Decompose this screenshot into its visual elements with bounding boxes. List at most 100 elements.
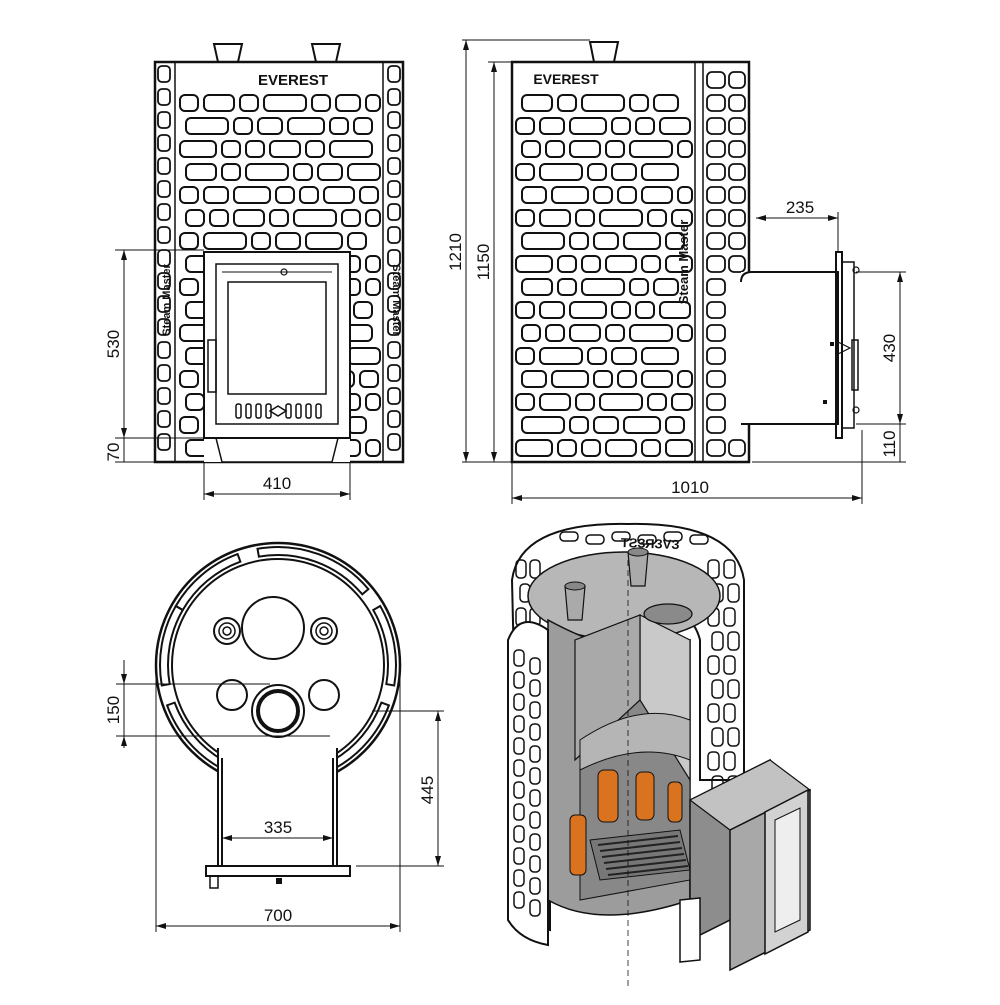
mesh-hole: [365, 255, 381, 273]
mesh-hole: [521, 186, 547, 204]
mesh-hole: [157, 134, 171, 152]
chimney-port-left: [213, 617, 241, 645]
dim-overall-depth: 1010: [671, 478, 709, 497]
air-vent-slots: [235, 403, 322, 419]
mesh-hole: [157, 65, 171, 83]
mesh-hole: [557, 278, 577, 296]
mesh-hole: [287, 117, 325, 135]
mesh-hole: [629, 94, 649, 112]
mesh-hole: [559, 531, 579, 542]
mesh-hole: [569, 301, 607, 319]
mesh-hole: [707, 559, 720, 579]
mesh-hole: [706, 232, 726, 250]
mesh-hole: [387, 203, 401, 221]
mesh-hole: [387, 226, 401, 244]
mesh-hole: [513, 759, 525, 777]
mesh-hole: [706, 186, 726, 204]
mesh-hole: [671, 393, 693, 411]
mesh-hole: [269, 209, 289, 227]
mesh-hole: [179, 278, 199, 296]
mesh-hole: [599, 209, 643, 227]
mesh-hole: [569, 324, 601, 342]
tunnel-door-handle: [851, 339, 859, 391]
brand-label: EVEREST: [258, 72, 328, 89]
mesh-hole: [623, 416, 661, 434]
mesh-hole: [653, 278, 679, 296]
mesh-hole: [575, 393, 595, 411]
mesh-hole: [665, 439, 693, 457]
mesh-hole: [569, 140, 601, 158]
model-label-right: Steam Master: [390, 264, 402, 336]
mesh-hole: [323, 186, 355, 204]
dim-top-to-door: 445: [418, 776, 437, 804]
mesh-hole: [617, 370, 637, 388]
mesh-hole: [665, 255, 693, 273]
mesh-hole: [157, 364, 171, 382]
mesh-hole: [711, 631, 724, 651]
chimney-pipe: [212, 43, 244, 63]
mesh-hole: [515, 209, 535, 227]
mesh-hole: [529, 701, 541, 719]
mesh-hole: [353, 117, 373, 135]
mesh-hole: [569, 416, 589, 434]
mesh-hole: [329, 140, 373, 158]
mesh-hole: [513, 737, 525, 755]
mesh-hole: [641, 186, 673, 204]
mesh-hole: [641, 255, 661, 273]
tunnel-door-top: [205, 865, 351, 877]
mesh-hole: [723, 607, 736, 627]
ring-slot: [256, 546, 370, 596]
mesh-hole: [593, 416, 619, 434]
mesh-hole: [659, 117, 691, 135]
mesh-hole: [295, 403, 302, 419]
mesh-hole: [513, 649, 525, 667]
mesh-hole: [727, 679, 740, 699]
mesh-hole: [251, 232, 271, 250]
mesh-hole: [706, 301, 726, 319]
mesh-hole: [515, 559, 527, 579]
mesh-hole: [315, 403, 322, 419]
mesh-hole: [299, 186, 319, 204]
dim-front-door-width: 410: [263, 474, 291, 493]
mesh-hole: [521, 94, 553, 112]
mesh-hole: [513, 847, 525, 865]
dim-front-base-height: 70: [104, 443, 123, 462]
mesh-hole: [515, 439, 553, 457]
mesh-hole: [185, 163, 217, 181]
mesh-hole: [728, 255, 746, 273]
mesh-hole: [711, 727, 724, 747]
mesh-hole: [365, 94, 381, 112]
mesh-hole: [611, 117, 631, 135]
mesh-hole: [677, 140, 693, 158]
mesh-hole: [539, 209, 571, 227]
mesh-hole: [647, 393, 667, 411]
mesh-hole: [723, 751, 736, 771]
mesh-hole: [545, 324, 565, 342]
mesh-hole: [221, 140, 241, 158]
mesh-hole: [529, 679, 541, 697]
mesh-hole: [723, 703, 736, 723]
chimney-pipe: [564, 585, 586, 621]
mesh-hole: [341, 209, 361, 227]
mesh-hole: [529, 811, 541, 829]
mesh-hole: [706, 163, 726, 181]
mesh-hole: [611, 301, 631, 319]
mesh-hole: [585, 534, 605, 545]
mesh-hole: [551, 370, 589, 388]
mesh-hole: [727, 727, 740, 747]
mesh-hole: [653, 94, 679, 112]
mesh-hole: [728, 71, 746, 89]
mesh-hole: [707, 751, 720, 771]
mesh-hole: [329, 117, 349, 135]
mesh-hole: [263, 94, 307, 112]
mesh-hole: [209, 209, 229, 227]
door-handle: [207, 339, 217, 393]
mesh-hole: [529, 657, 541, 675]
mesh-hole: [635, 117, 655, 135]
ring-slot: [331, 701, 391, 769]
mesh-hole: [521, 324, 541, 342]
mesh-hole: [706, 324, 726, 342]
mesh-hole: [659, 301, 691, 319]
mesh-hole: [647, 209, 667, 227]
